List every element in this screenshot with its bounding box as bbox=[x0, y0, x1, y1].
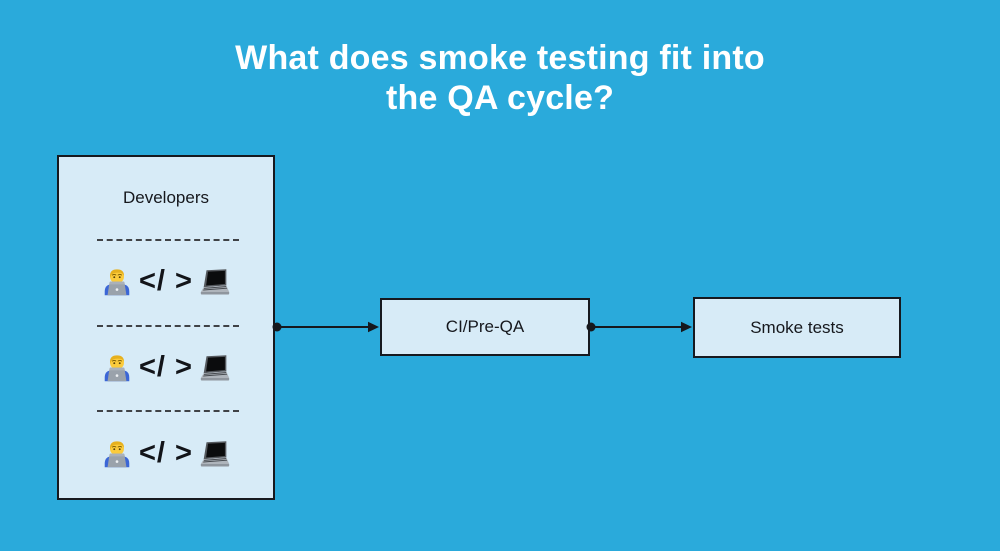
developer-row: </ > bbox=[59, 261, 273, 305]
technologist-emoji-icon bbox=[100, 352, 134, 386]
laptop-emoji-icon bbox=[198, 352, 232, 386]
developers-label: Developers bbox=[123, 188, 209, 207]
dashed-divider bbox=[97, 410, 239, 412]
laptop-emoji-icon bbox=[198, 438, 232, 472]
smoke-tests-label: Smoke tests bbox=[750, 317, 844, 337]
dashed-divider bbox=[97, 325, 239, 327]
code-text: </ > bbox=[139, 436, 193, 469]
dashed-divider bbox=[97, 239, 239, 241]
technologist-emoji-icon bbox=[100, 438, 134, 472]
ci-pre-qa-box: CI/Pre-QA bbox=[380, 298, 590, 356]
arrow-ci-to-smoke bbox=[586, 321, 692, 333]
title-line-2: the QA cycle? bbox=[385, 79, 615, 117]
ci-pre-qa-label: CI/Pre-QA bbox=[445, 317, 525, 336]
arrow-developers-to-ci bbox=[272, 321, 379, 333]
code-text: </ > bbox=[139, 264, 193, 297]
laptop-emoji-icon bbox=[198, 266, 232, 300]
title-line-1: What does smoke testing fit into bbox=[235, 39, 765, 77]
technologist-emoji-icon bbox=[100, 266, 134, 300]
developers-box: Developers </ > bbox=[57, 155, 275, 500]
code-text: </ > bbox=[139, 350, 193, 383]
developer-row: </ > bbox=[59, 347, 273, 391]
developer-row: </ > bbox=[59, 433, 273, 477]
smoke-tests-box: Smoke tests bbox=[693, 297, 901, 358]
